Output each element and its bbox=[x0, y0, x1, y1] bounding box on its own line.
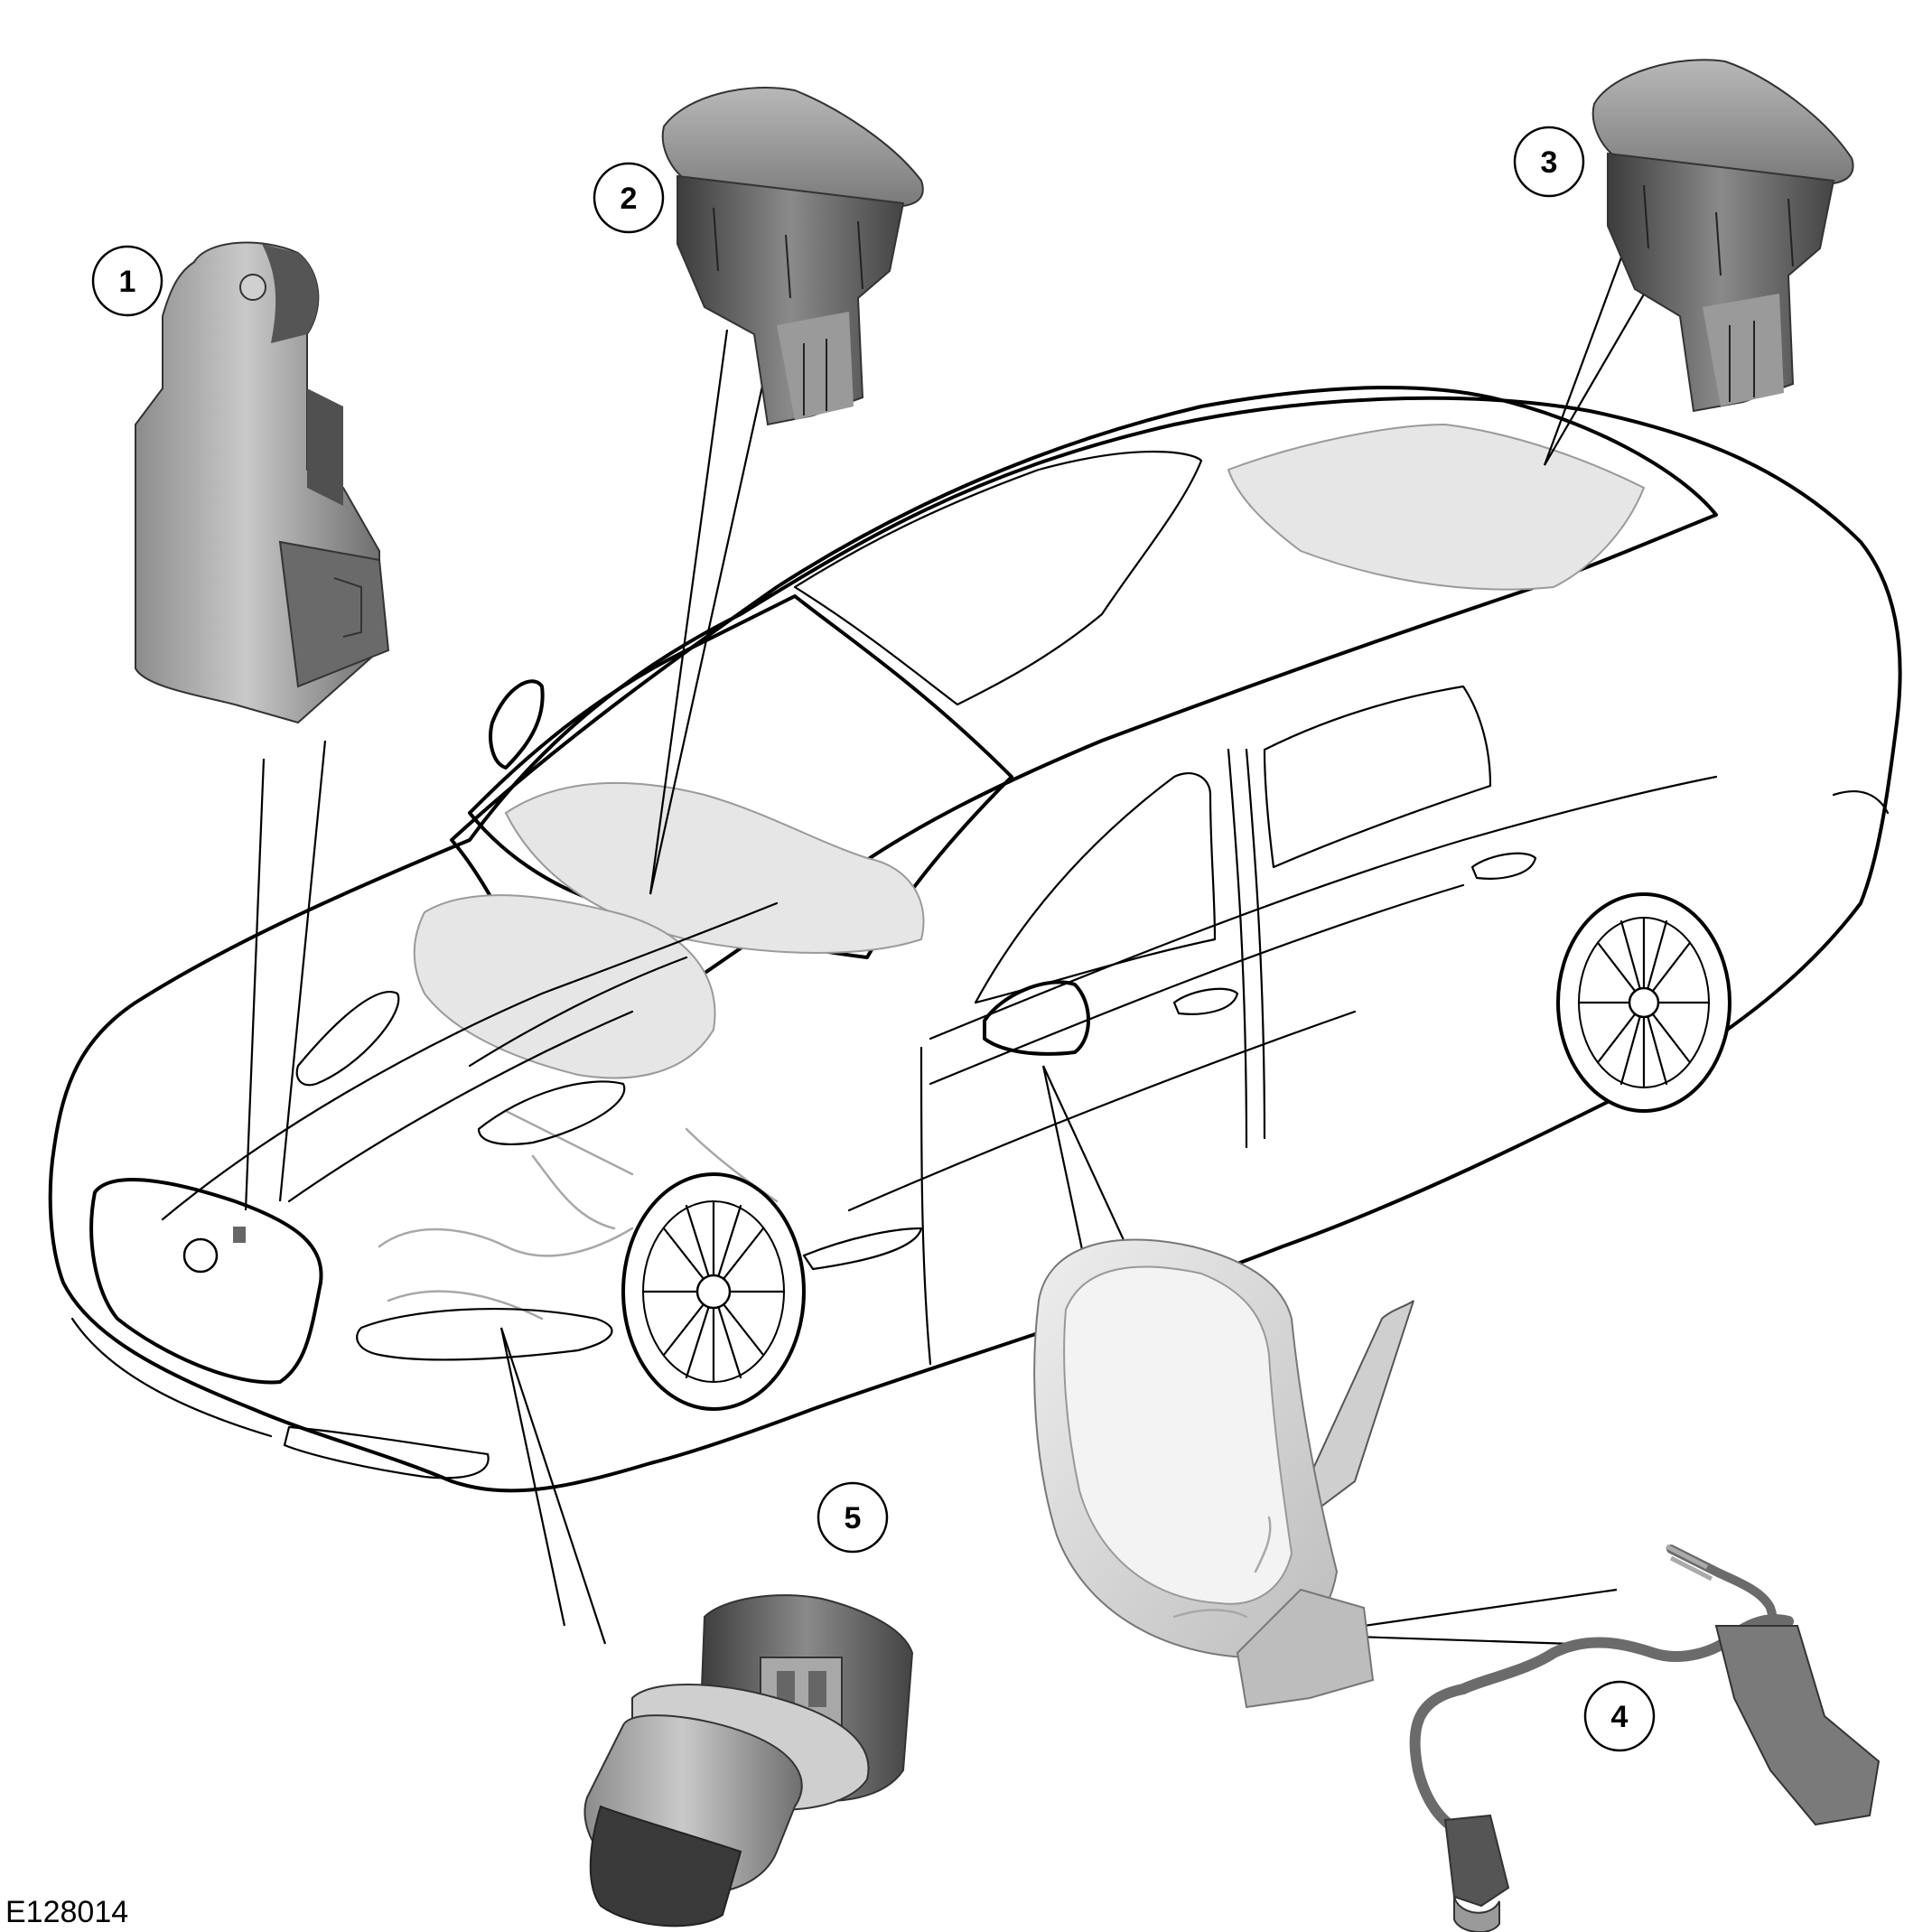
engine-ghost bbox=[413, 894, 716, 1079]
callout-5: 5 bbox=[817, 1481, 889, 1554]
svg-text:2: 2 bbox=[621, 182, 638, 216]
leader-lines bbox=[244, 257, 1658, 1646]
bonnet-vent-right bbox=[477, 1080, 626, 1145]
door-mirror-left-far bbox=[489, 679, 545, 770]
rear-wheel bbox=[1556, 892, 1731, 1113]
rear-door-window bbox=[1263, 685, 1492, 869]
headlamp bbox=[356, 1308, 613, 1361]
exterior-mirror-assembly bbox=[1033, 1238, 1414, 1709]
callout-1: 1 bbox=[91, 245, 163, 317]
grille-badge bbox=[182, 1237, 219, 1274]
vehicle-illustration bbox=[48, 386, 1902, 1493]
component-4-harness-sensor bbox=[1409, 1544, 1881, 1932]
svg-text:1: 1 bbox=[119, 265, 136, 299]
svg-text:4: 4 bbox=[1611, 1700, 1629, 1734]
callout-3: 3 bbox=[1513, 126, 1585, 198]
door-mirror-on-vehicle bbox=[983, 980, 1090, 1056]
figure-reference-code: E128014 bbox=[5, 1895, 128, 1929]
bonnet-vent-left bbox=[295, 991, 400, 1087]
front-door-handle bbox=[1172, 987, 1239, 1015]
callout-2: 2 bbox=[593, 162, 665, 234]
component-5-pressure-switch bbox=[583, 1594, 914, 1927]
component-3-sensor bbox=[1591, 59, 1854, 413]
front-grille bbox=[89, 1178, 323, 1385]
wiring-ghost bbox=[378, 1109, 779, 1321]
component-1-sensor-module bbox=[135, 241, 390, 724]
rear-door-handle bbox=[1470, 852, 1537, 880]
svg-text:3: 3 bbox=[1541, 145, 1558, 180]
sunroof bbox=[793, 450, 1203, 706]
roof-outline bbox=[450, 386, 1718, 1059]
front-door-window bbox=[974, 772, 1217, 1004]
svg-text:5: 5 bbox=[845, 1501, 862, 1535]
grille-sensor-marker bbox=[233, 1227, 246, 1243]
front-wheel bbox=[621, 1172, 806, 1411]
callout-4: 4 bbox=[1583, 1680, 1656, 1752]
component-2-sensor bbox=[661, 87, 924, 426]
rear-parcel-shelf bbox=[1227, 423, 1646, 591]
